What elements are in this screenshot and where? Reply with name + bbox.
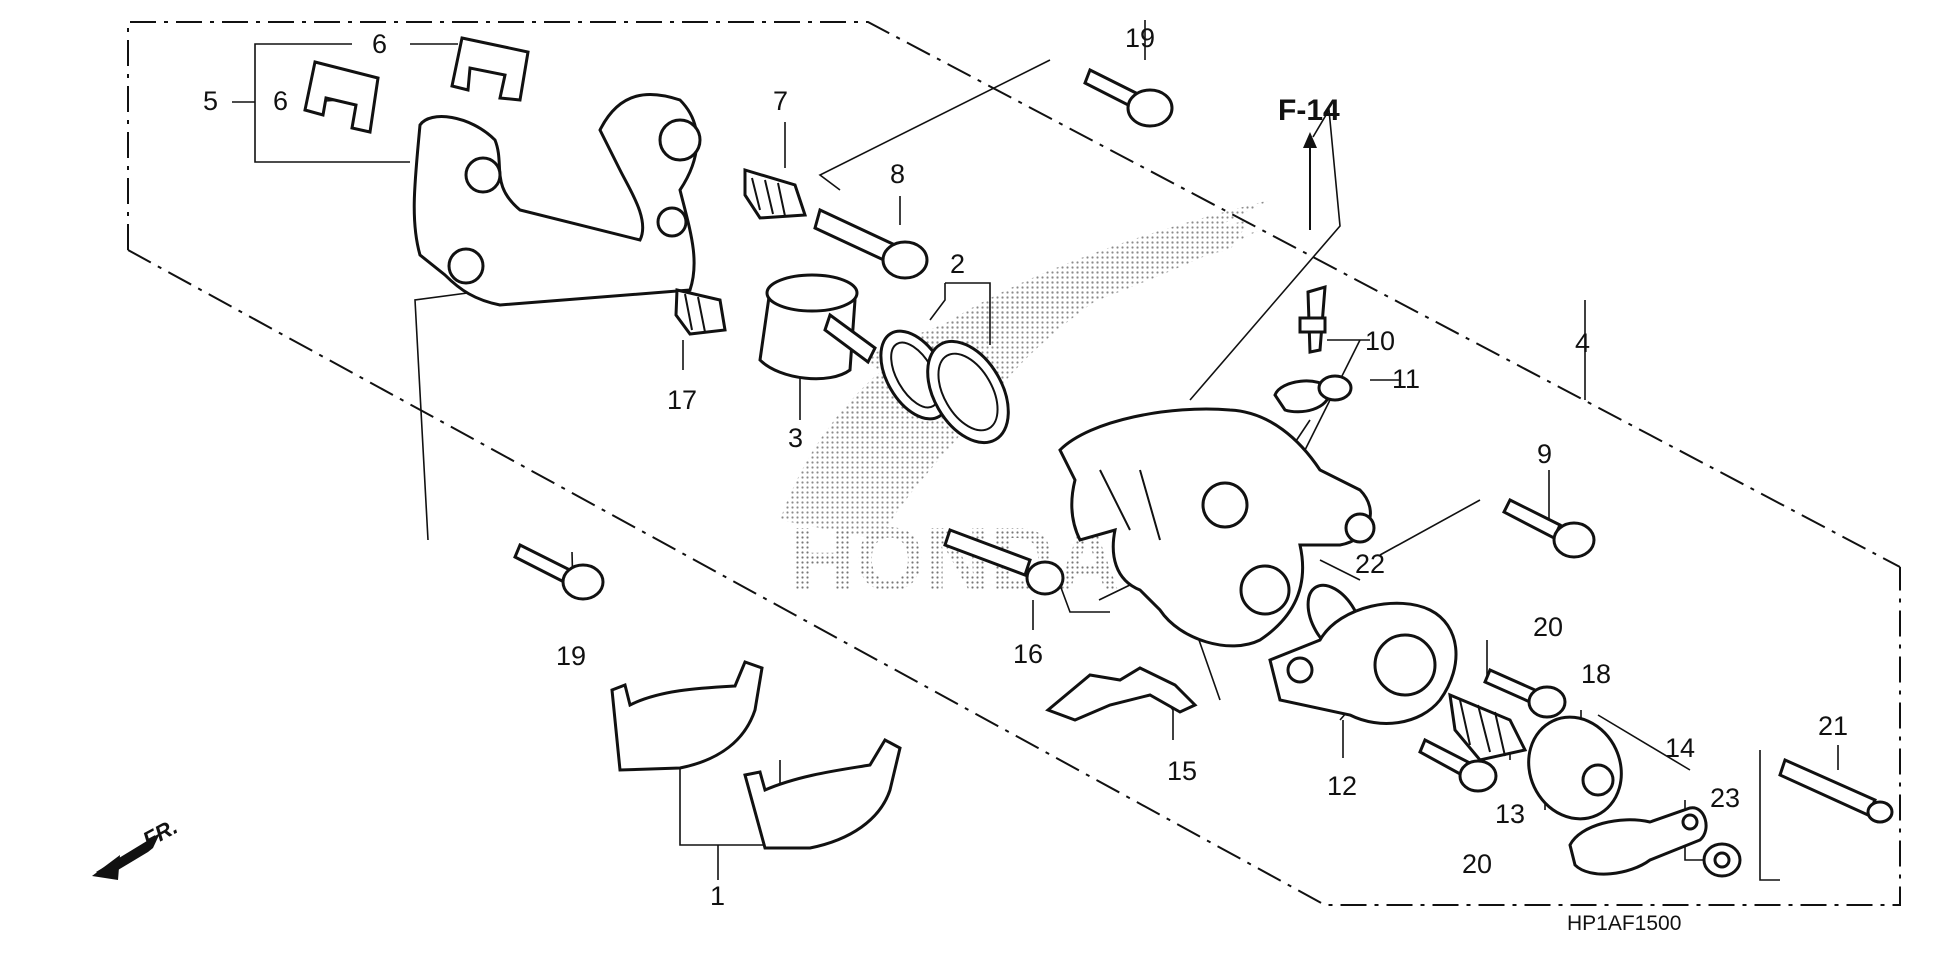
front-direction-arrow [92, 833, 160, 880]
part-caliper-bracket [412, 93, 702, 307]
diagram-code: HP1AF1500 [1567, 912, 1681, 935]
callout-3: 3 [788, 423, 803, 453]
callout-18: 18 [1581, 659, 1611, 689]
callout-7: 7 [773, 86, 788, 116]
callout-14: 14 [1665, 733, 1695, 763]
part-bleeder-cap [1273, 374, 1353, 414]
part-piston-cap [1527, 715, 1623, 821]
callout-9: 9 [1537, 439, 1552, 469]
callout-15: 15 [1167, 756, 1197, 786]
part-piston [758, 273, 877, 381]
f14-arrow [1303, 132, 1317, 230]
callout-2: 2 [950, 249, 965, 279]
callout-5: 5 [203, 86, 218, 116]
part-slide-pin [943, 528, 1065, 596]
part-pad-spring-lower [303, 60, 380, 134]
part-dust-boot [1448, 692, 1528, 762]
part-bracket-plate [1568, 806, 1708, 876]
leader-lines [232, 20, 1839, 881]
part-pad-spring-upper [450, 36, 530, 102]
callout-20-lower: 20 [1462, 849, 1492, 879]
part-bolt-upper [1083, 67, 1174, 128]
part-long-bolt [1778, 757, 1894, 824]
part-caliper-body [1058, 407, 1376, 648]
callout-21: 21 [1818, 711, 1848, 741]
part-bolt-20b [1418, 737, 1498, 793]
callout-8: 8 [890, 159, 905, 189]
part-brake-pads [610, 660, 902, 850]
callout-labels: 1 2 3 4 5 6 6 7 8 9 10 11 12 13 14 15 16… [203, 23, 1848, 911]
callout-6-lower: 6 [273, 86, 288, 116]
part-boot-small [674, 288, 727, 336]
callout-11: 11 [1392, 364, 1420, 394]
callout-19-lower: 19 [556, 641, 586, 671]
watermark-text: HONDA [790, 510, 1120, 610]
assembly-outline [127, 21, 1901, 906]
callout-17: 17 [667, 385, 697, 415]
callout-10: 10 [1365, 326, 1395, 356]
part-bleeder [1298, 284, 1327, 354]
callout-22: 22 [1355, 549, 1385, 579]
part-caliper-housing [1268, 601, 1458, 725]
callout-19-upper: 19 [1125, 23, 1155, 53]
part-boot [743, 167, 808, 220]
callout-4: 4 [1575, 328, 1590, 358]
reference-label: F-14 [1278, 94, 1340, 127]
callout-12: 12 [1327, 771, 1357, 801]
callout-13: 13 [1495, 799, 1525, 829]
callout-20-upper: 20 [1533, 612, 1563, 642]
part-bolt-lower [513, 542, 605, 601]
part-retainer-spring [1045, 666, 1198, 722]
part-nut [1702, 842, 1742, 878]
callout-23: 23 [1710, 783, 1740, 813]
part-bolt-20a [1483, 668, 1567, 719]
callout-6-upper: 6 [372, 29, 387, 59]
callout-16: 16 [1013, 639, 1043, 669]
part-bolt-caliper [1501, 497, 1596, 559]
part-piston-seals [879, 329, 1010, 445]
callout-1: 1 [710, 881, 725, 911]
part-pin-bolt [813, 207, 929, 280]
